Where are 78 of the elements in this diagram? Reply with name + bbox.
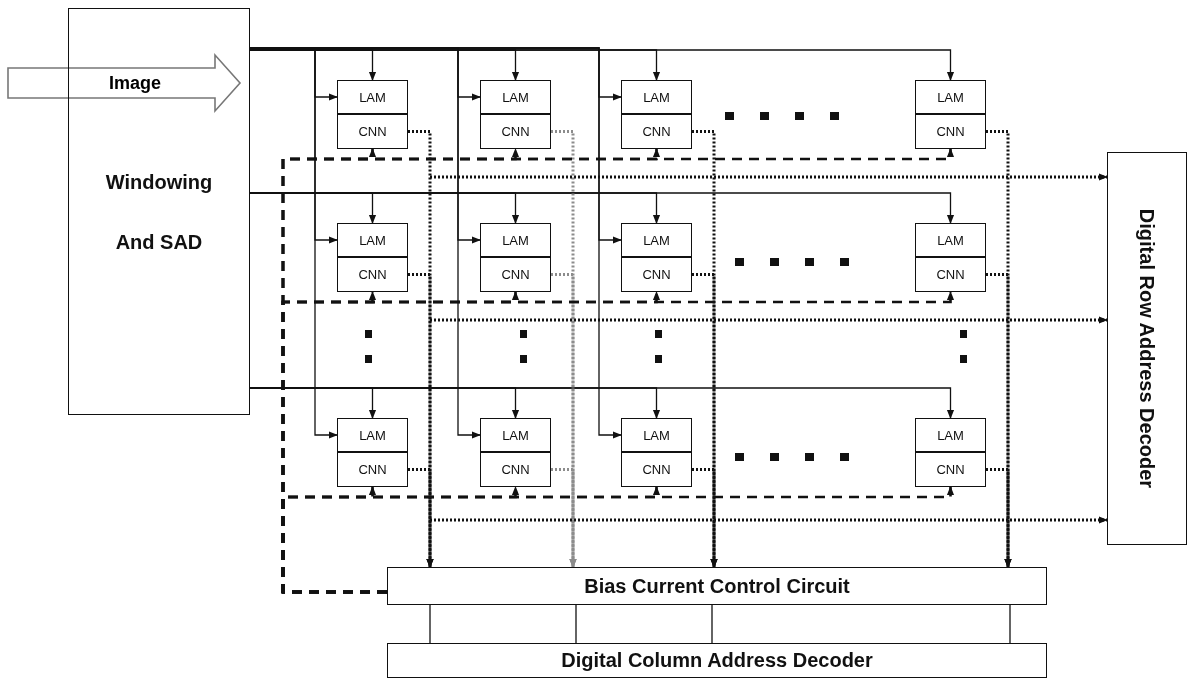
circuit-block	[621, 257, 692, 292]
circuit-block	[337, 452, 408, 487]
dashed-arrow	[430, 316, 1108, 324]
block-label: LAM	[502, 232, 529, 248]
block-label: LAM	[502, 427, 529, 443]
circuit-block	[337, 257, 408, 292]
block-label: Bias Current Control Circuit	[584, 574, 850, 598]
dashed-arrow	[986, 468, 1012, 568]
connector-line	[429, 604, 431, 644]
block-label: CNN	[358, 462, 387, 477]
block-label: CNN	[501, 124, 530, 139]
block-label: CNN	[642, 267, 671, 282]
block-label: CNN	[358, 267, 387, 282]
block-label: LAM	[643, 232, 670, 248]
block-label: Digital Column Address Decoder	[561, 649, 873, 672]
circuit-block	[480, 418, 551, 452]
circuit-block	[915, 223, 986, 257]
dashed-arrow	[551, 468, 577, 568]
circuit-block	[621, 80, 692, 114]
circuit-block	[337, 114, 408, 149]
block-label: Windowing And SAD	[104, 169, 214, 255]
circuit-block	[621, 418, 692, 452]
arrow	[249, 49, 955, 81]
block-label: CNN	[642, 462, 671, 477]
block-label: CNN	[936, 124, 965, 139]
circuit-block	[337, 418, 408, 452]
block-box	[68, 8, 250, 415]
circuit-block	[915, 418, 986, 452]
dashed-arrow	[692, 273, 718, 568]
dashed-arrow	[281, 486, 955, 594]
block-label: CNN	[936, 267, 965, 282]
block-label: LAM	[643, 89, 670, 105]
block-label: LAM	[937, 232, 964, 248]
arrow	[249, 387, 955, 419]
dashed-arrow	[430, 516, 1108, 524]
circuit-block	[621, 452, 692, 487]
connector-line	[1009, 604, 1011, 644]
block-box	[387, 643, 1047, 678]
block-box	[387, 567, 1047, 605]
block-label: CNN	[501, 462, 530, 477]
edge-label: Image	[109, 72, 161, 94]
dashed-arrow	[408, 468, 434, 568]
circuit-block	[915, 80, 986, 114]
connector-line	[711, 604, 713, 644]
dashed-arrow	[430, 173, 1108, 181]
block-label: LAM	[937, 89, 964, 105]
block-label: LAM	[359, 427, 386, 443]
block-label: CNN	[936, 462, 965, 477]
block-label: LAM	[359, 232, 386, 248]
block-label: LAM	[502, 89, 529, 105]
arrow	[249, 47, 622, 439]
block-arrow	[7, 52, 242, 114]
circuit-block	[621, 223, 692, 257]
connector-line	[575, 604, 577, 644]
block-label: Digital Row Address Decoder	[1135, 208, 1159, 489]
block-label: LAM	[643, 427, 670, 443]
dashed-arrow	[408, 273, 434, 568]
circuit-block	[480, 80, 551, 114]
block-box	[1107, 152, 1187, 545]
block-label: CNN	[358, 124, 387, 139]
arrow	[249, 192, 955, 224]
circuit-block	[480, 223, 551, 257]
circuit-block	[621, 114, 692, 149]
circuit-block	[915, 257, 986, 292]
circuit-block	[480, 452, 551, 487]
circuit-block	[480, 257, 551, 292]
circuit-block	[337, 80, 408, 114]
circuit-block	[915, 114, 986, 149]
circuit-block	[480, 114, 551, 149]
dashed-arrow	[551, 273, 577, 568]
block-label: CNN	[501, 267, 530, 282]
block-label: CNN	[642, 124, 671, 139]
block-label: LAM	[359, 89, 386, 105]
block-label: LAM	[937, 427, 964, 443]
dashed-arrow	[692, 468, 718, 568]
dashed-arrow	[986, 273, 1012, 568]
circuit-block	[337, 223, 408, 257]
circuit-block	[915, 452, 986, 487]
